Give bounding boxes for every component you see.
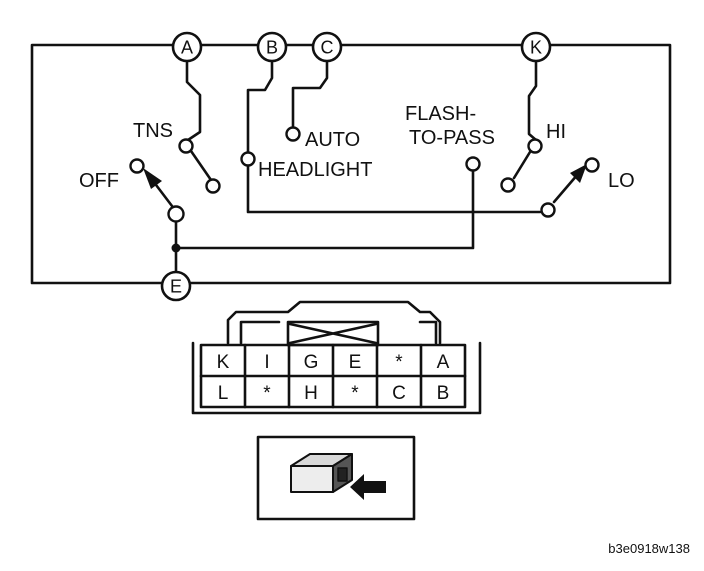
terminal-k-circle xyxy=(520,31,552,63)
label-headlight: HEADLIGHT xyxy=(258,159,372,181)
pin-r1-c3: G xyxy=(304,352,319,373)
wire-a-tns xyxy=(185,60,202,142)
terminal-b-label: B xyxy=(266,38,278,58)
pin-r2-c3: H xyxy=(304,383,318,404)
terminal-e-circle xyxy=(160,270,192,302)
lo-blade xyxy=(552,172,580,204)
hi-blade xyxy=(512,150,532,180)
connector-inner-right xyxy=(418,320,438,345)
grid-column-dividers xyxy=(243,343,423,409)
label-off: OFF xyxy=(79,170,119,192)
contact-lo-common xyxy=(540,202,556,218)
wire-b-headlight xyxy=(246,60,274,156)
wire-flash-e xyxy=(174,168,475,250)
connector-inner-left xyxy=(239,320,281,345)
connector-view-box xyxy=(256,435,416,521)
switch-frame xyxy=(30,43,672,285)
label-flash-line2: TO-PASS xyxy=(409,127,495,149)
tns-blade xyxy=(189,149,213,182)
connector-body xyxy=(191,341,482,415)
label-lo: LO xyxy=(608,170,635,192)
insert-arrow-icon xyxy=(350,474,386,500)
contact-lo xyxy=(584,157,600,173)
label-auto: AUTO xyxy=(305,129,360,151)
pin-r1-c4: E xyxy=(349,352,362,373)
contact-tns-2 xyxy=(205,178,221,194)
pin-r2-c6: B xyxy=(437,383,450,404)
pin-r1-c2: I xyxy=(264,352,269,373)
lo-arrowhead xyxy=(570,164,587,183)
pin-r2-c1: L xyxy=(218,383,229,404)
pin-r1-c6: A xyxy=(437,352,450,373)
figure-code: b3e0918w138 xyxy=(608,541,690,556)
terminal-a-label: A xyxy=(181,38,193,58)
contact-off xyxy=(129,158,145,174)
contact-off-pivot xyxy=(167,205,185,223)
contact-auto xyxy=(285,126,301,142)
pin-r1-c5: * xyxy=(395,352,403,373)
contact-flash-to-pass xyxy=(465,156,481,172)
wire-headlight-common xyxy=(246,162,542,214)
pin-r1-c1: K xyxy=(217,352,230,373)
pin-r2-c4: * xyxy=(351,383,359,404)
terminal-a-circle xyxy=(171,31,203,63)
off-arrowhead xyxy=(143,168,162,189)
terminal-c-circle xyxy=(311,31,343,63)
label-tns: TNS xyxy=(133,120,173,142)
terminal-c-label: C xyxy=(321,38,334,58)
label-flash-line1: FLASH- xyxy=(405,103,476,125)
pin-r2-c5: C xyxy=(392,383,406,404)
terminal-k-label: K xyxy=(530,38,542,58)
wire-k-hi xyxy=(527,60,538,142)
contact-hi xyxy=(527,138,543,154)
connector-lock-cross xyxy=(288,322,378,345)
contact-tns xyxy=(178,138,194,154)
contact-hi-2 xyxy=(500,177,516,193)
label-hi: HI xyxy=(546,121,566,143)
terminal-e-label: E xyxy=(170,277,182,297)
terminal-b-circle xyxy=(256,31,288,63)
pin-r2-c2: * xyxy=(263,383,271,404)
contact-headlight xyxy=(240,151,256,167)
junction-dot xyxy=(171,243,181,253)
wire-c-auto xyxy=(291,60,329,130)
connector-icon xyxy=(290,453,353,493)
connector-latch xyxy=(226,300,442,345)
